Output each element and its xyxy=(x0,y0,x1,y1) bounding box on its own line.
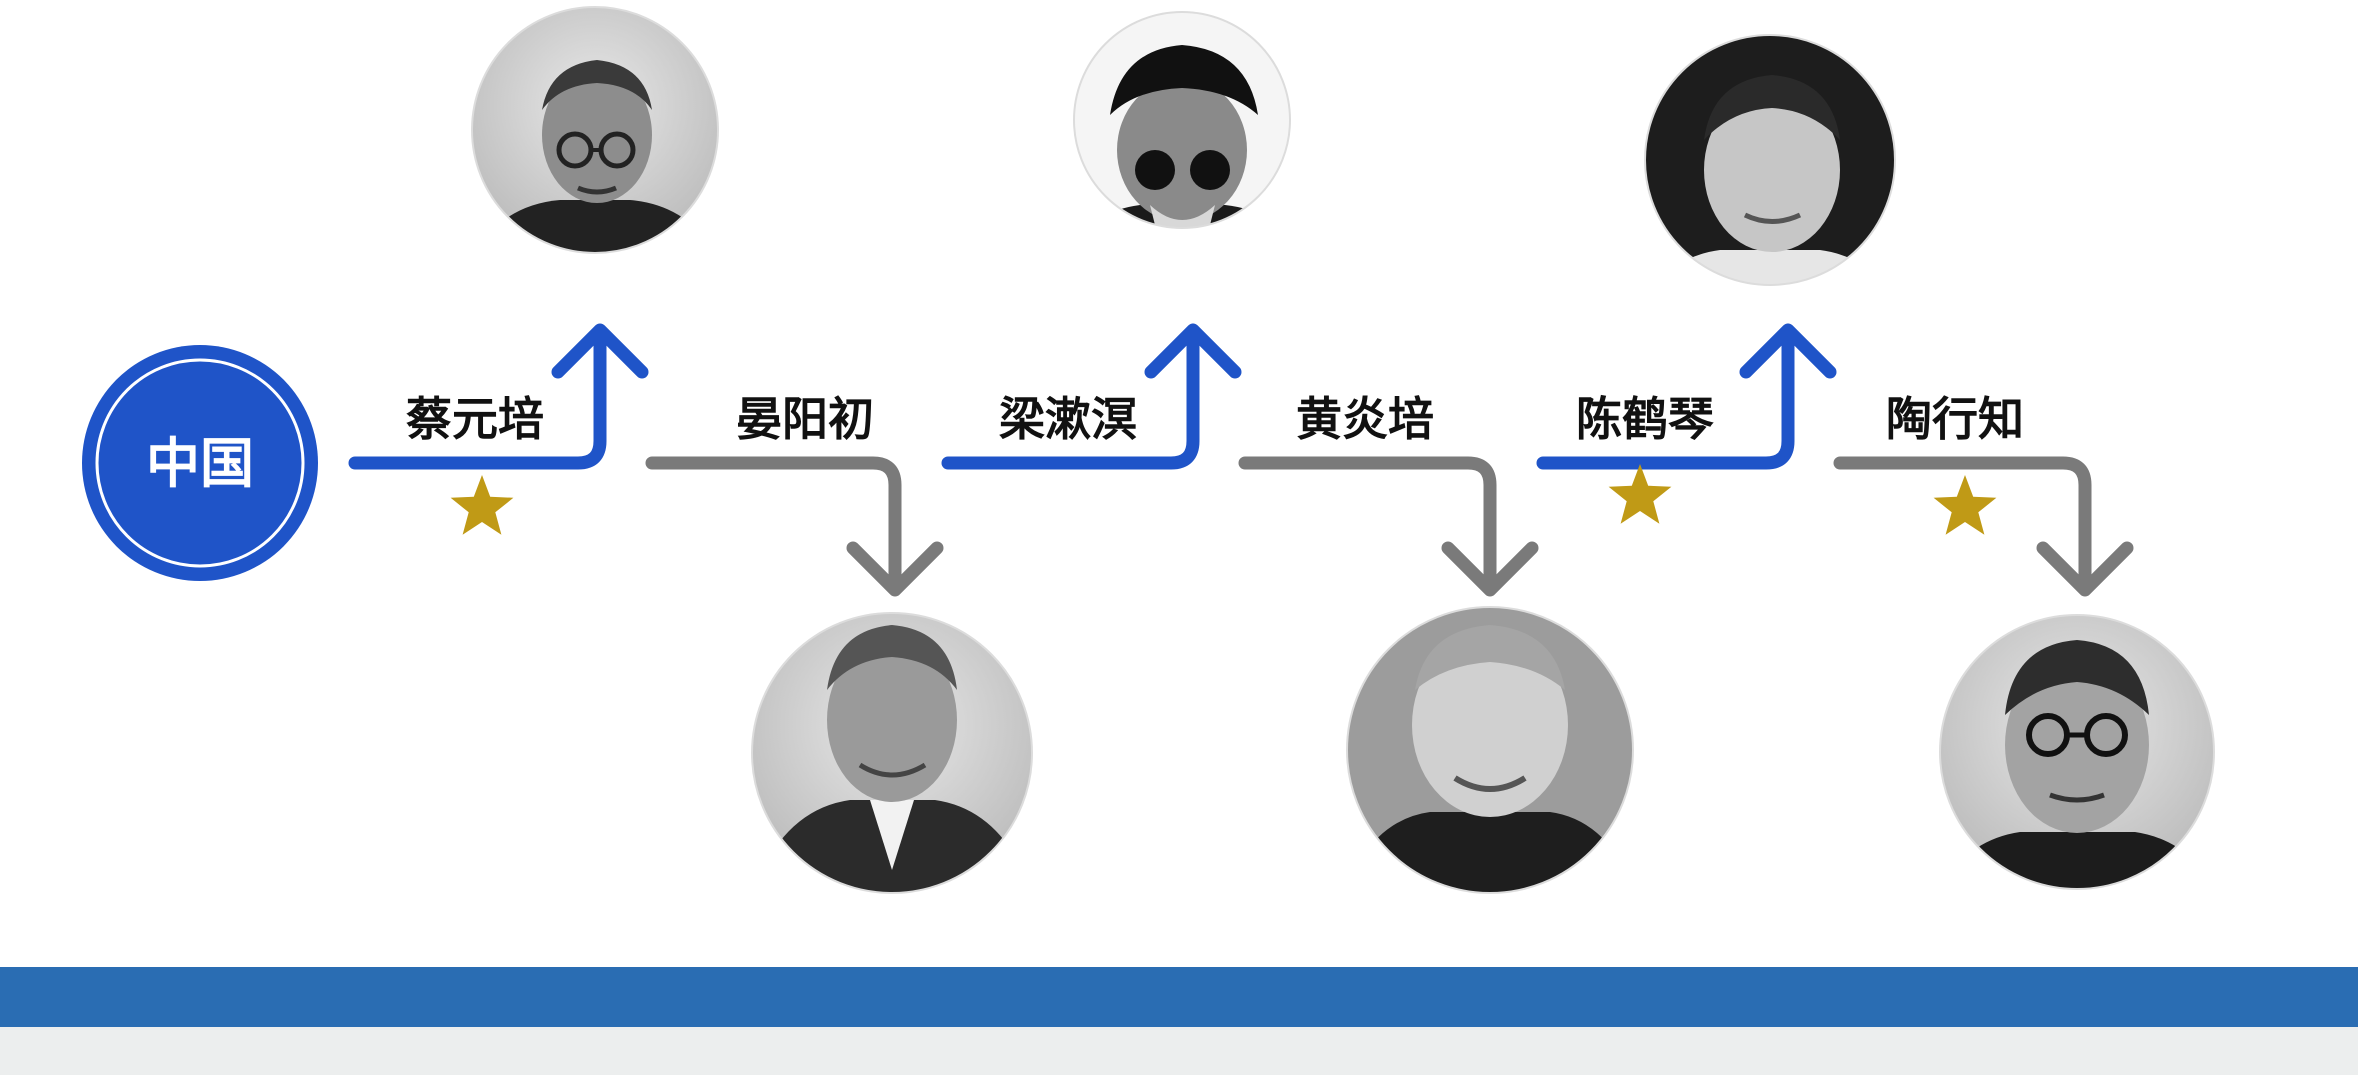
portrait-huang-yanpei xyxy=(1346,606,1634,894)
person-label-cai-yuanpei: 蔡元培 xyxy=(406,392,544,446)
root-ring xyxy=(95,358,305,568)
portrait-liang-shuming xyxy=(1073,11,1291,229)
up-arrow-liang-shuming xyxy=(941,323,1242,470)
connectors xyxy=(348,323,2134,597)
root-circle xyxy=(82,345,318,581)
stars xyxy=(450,464,1997,535)
star-icon-tao-xingzhi xyxy=(1933,475,1997,535)
portrait-tao-xingzhi xyxy=(1939,614,2215,890)
person-label-yan-yangchu: 晏阳初 xyxy=(736,392,874,446)
up-arrow-cai-yuanpei xyxy=(348,323,649,470)
person-label-huang-yanpei: 黄炎培 xyxy=(1296,392,1434,446)
person-label-chen-heqin: 陈鹤琴 xyxy=(1576,392,1714,446)
up-arrow-chen-heqin xyxy=(1536,323,1837,470)
star-icon-chen-heqin xyxy=(1608,464,1672,524)
person-label-tao-xingzhi: 陶行知 xyxy=(1886,392,2024,446)
down-arrow-yan-yangchu xyxy=(645,456,944,597)
portrait-cai-yuanpei xyxy=(471,6,719,254)
person-label-liang-shuming: 梁漱溟 xyxy=(999,392,1137,446)
root-label: 中国 xyxy=(146,432,254,495)
portrait-chen-heqin xyxy=(1644,34,1896,286)
portrait-yan-yangchu xyxy=(751,612,1033,894)
footer-band xyxy=(0,967,2358,1027)
root-node: 中国 xyxy=(82,345,318,581)
down-arrow-huang-yanpei xyxy=(1238,456,1539,597)
down-arrow-tao-xingzhi xyxy=(1833,456,2134,597)
star-icon-cai-yuanpei xyxy=(450,475,514,535)
footer-strip xyxy=(0,1027,2358,1075)
